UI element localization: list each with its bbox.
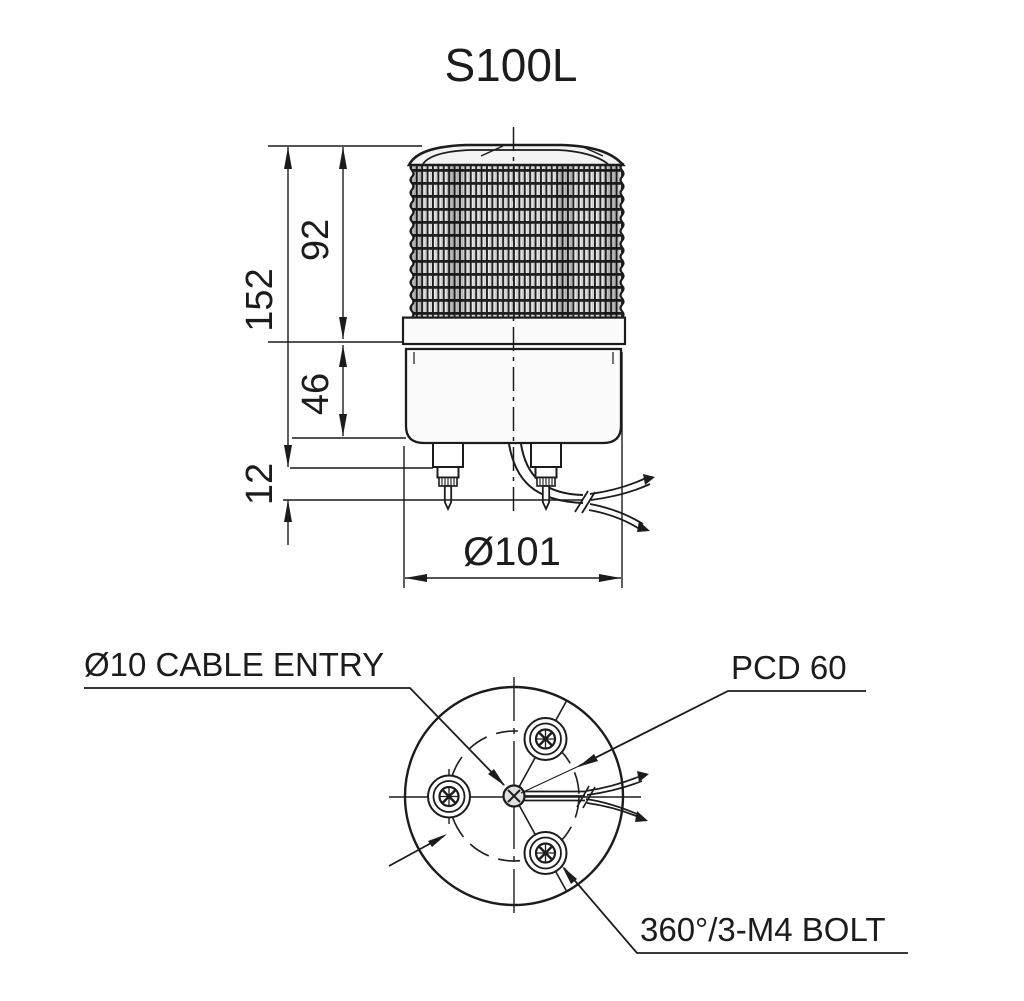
dim-body-height: 46: [295, 345, 347, 436]
callout-cable-entry: Ø10 CABLE ENTRY: [84, 646, 505, 786]
bottom-callouts: Ø10 CABLE ENTRY PCD 60 360°/3-M4 BOLT: [84, 646, 908, 954]
left-mounting-stud: [432, 442, 464, 512]
leader-arrow: [562, 866, 577, 884]
front-cable: [508, 443, 655, 532]
bolt-upper: [523, 717, 568, 761]
beacon-base: [404, 347, 623, 445]
drawing-title: S100L: [444, 39, 577, 91]
cable-break-mark: [576, 785, 590, 808]
leader-arrow: [578, 754, 598, 767]
bottom-cable: [523, 771, 649, 822]
dim-12-label: 12: [239, 463, 281, 505]
cable-break-mark: [581, 491, 596, 514]
lens-shading: [413, 164, 619, 317]
bottom-view: [389, 677, 649, 917]
wire-tip: [637, 771, 649, 782]
cap-facet-line: [480, 145, 504, 157]
dim-diameter: Ø101: [403, 352, 623, 588]
dim-stud-length: 12: [239, 463, 292, 545]
dim-152-label: 152: [239, 268, 281, 331]
cap-facet-line: [580, 145, 604, 157]
dim-92-label: 92: [295, 219, 337, 261]
bolt-lower: [523, 831, 568, 875]
dim-101-label: Ø101: [463, 530, 561, 574]
bolt-left: [427, 774, 471, 819]
cable-entry-label: Ø10 CABLE ENTRY: [84, 646, 384, 683]
callout-bolt-spec: 360°/3-M4 BOLT: [562, 866, 908, 954]
leader-through-line: [520, 765, 580, 794]
front-dimensions: 152 92 46 12 Ø101: [239, 145, 623, 588]
wire-tip: [637, 521, 650, 532]
cable-break-mark: [574, 490, 589, 513]
dim-overall-height: 152: [239, 147, 292, 467]
callout-pcd: PCD 60: [388, 649, 866, 867]
wire-tip: [643, 474, 655, 485]
front-view: [401, 127, 655, 532]
beacon-lens: [409, 162, 625, 319]
dim-lens-height: 92: [295, 147, 347, 339]
wire-tip: [635, 811, 648, 822]
bolt-spec-label: 360°/3-M4 BOLT: [640, 911, 886, 948]
cable-entry-hub: [502, 784, 526, 808]
pcd-label: PCD 60: [731, 649, 847, 686]
leader-arrow: [488, 769, 505, 786]
leader-arrow: [428, 834, 447, 847]
dim-46-label: 46: [295, 373, 337, 415]
